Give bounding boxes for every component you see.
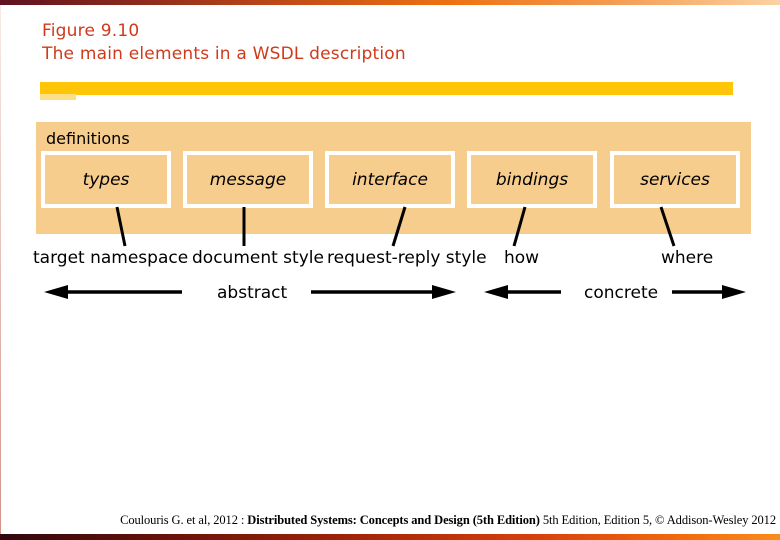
annotation-document-style: document style: [192, 248, 324, 268]
concrete-left-arrowhead: [484, 285, 508, 299]
top-gradient-bar: [0, 0, 780, 5]
bottom-gradient-bar: [0, 534, 780, 540]
citation-prefix: Coulouris G. et al, 2012 :: [120, 513, 248, 527]
element-box-bindings-label: bindings: [495, 169, 569, 190]
citation-suffix: 5th Edition, Edition 5, © Addison-Wesley…: [539, 513, 776, 527]
annotation-how: how: [504, 248, 540, 268]
citation-footer: Coulouris G. et al, 2012 : Distributed S…: [120, 513, 776, 528]
element-box-message: message: [183, 151, 313, 208]
title-underline-bar: [40, 82, 733, 95]
abstract-left-arrowhead: [44, 285, 68, 299]
figure-caption: The main elements in a WSDL description: [42, 44, 406, 64]
left-edge-line: [0, 5, 1, 534]
element-box-types-label: types: [82, 169, 130, 190]
definitions-panel: definitions types message interface bind…: [36, 122, 751, 234]
annotation-target-namespace: target namespace: [33, 248, 189, 268]
element-box-interface: interface: [325, 151, 455, 208]
definitions-label: definitions: [46, 129, 130, 148]
slide-title: Figure 9.10 The main elements in a WSDL …: [42, 20, 406, 66]
abstract-region-label: abstract: [217, 283, 288, 303]
element-box-interface-label: interface: [352, 169, 428, 190]
element-box-services-label: services: [640, 169, 710, 190]
annotation-request-reply-style: request-reply style: [327, 248, 487, 268]
element-box-message-label: message: [209, 169, 287, 190]
element-box-services: services: [610, 151, 740, 208]
figure-number: Figure 9.10: [42, 21, 140, 41]
title-underline-tab: [40, 94, 76, 100]
element-box-types: types: [41, 151, 171, 208]
concrete-region-label: concrete: [584, 283, 659, 303]
element-box-bindings: bindings: [467, 151, 597, 208]
annotation-where: where: [661, 248, 714, 268]
concrete-right-arrowhead: [722, 285, 746, 299]
citation-book-title: Distributed Systems: Concepts and Design…: [247, 513, 540, 527]
abstract-right-arrowhead: [432, 285, 456, 299]
